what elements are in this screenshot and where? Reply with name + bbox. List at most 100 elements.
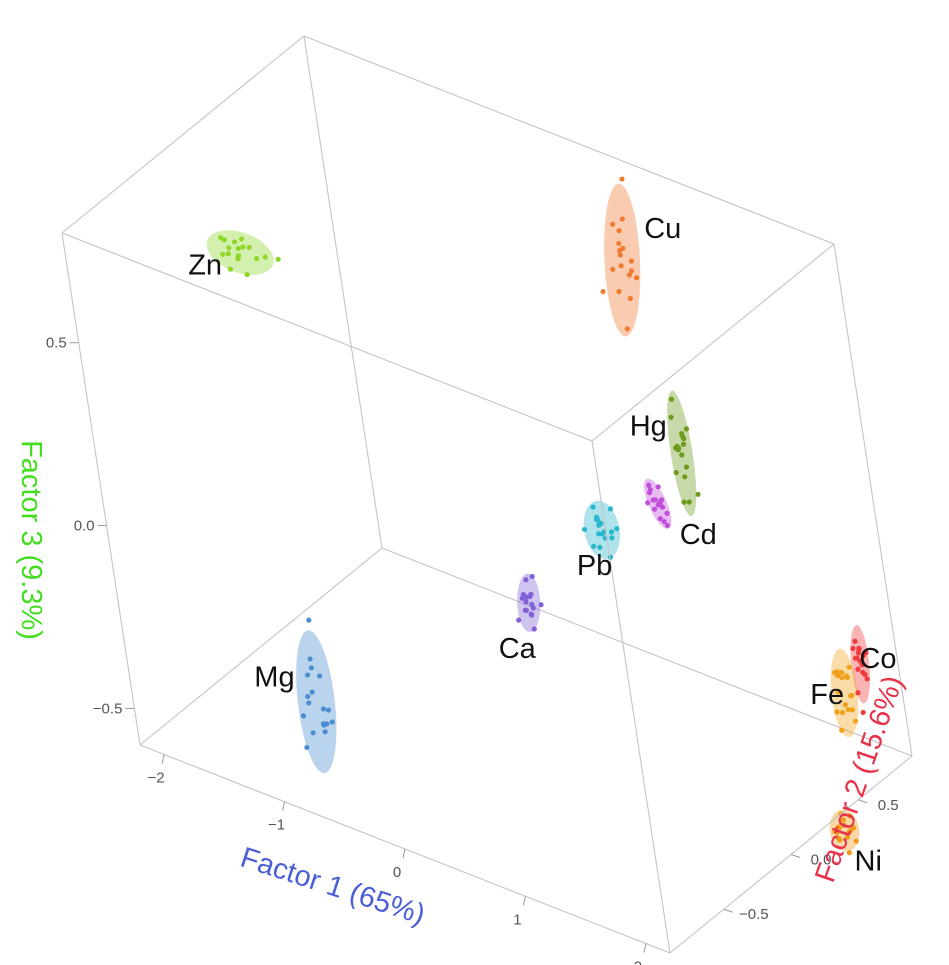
data-point-cd bbox=[657, 516, 663, 522]
data-point-zn bbox=[240, 244, 246, 250]
cluster-label-hg: Hg bbox=[630, 410, 667, 442]
data-point-cu bbox=[619, 216, 625, 222]
data-point-hg bbox=[681, 499, 687, 505]
data-point-cd bbox=[655, 484, 661, 490]
z-axis-title: Factor 3 (9.3%) bbox=[15, 440, 47, 640]
data-point-mg bbox=[310, 730, 316, 736]
x-tick-label: −2 bbox=[148, 769, 165, 786]
data-point-mg bbox=[307, 656, 313, 662]
data-point-co bbox=[839, 675, 845, 681]
x-tick-mark bbox=[161, 754, 165, 764]
box-edge-7 bbox=[303, 35, 383, 549]
data-point-zn bbox=[218, 235, 224, 241]
data-point-ca bbox=[529, 601, 535, 608]
data-point-cd bbox=[659, 497, 665, 503]
data-point-zn bbox=[227, 266, 234, 272]
data-point-pb bbox=[609, 535, 615, 541]
data-point-co bbox=[834, 709, 840, 715]
data-point-hg bbox=[681, 436, 687, 442]
data-point-ni bbox=[847, 813, 853, 819]
data-point-zn bbox=[275, 256, 281, 262]
box-edge-5 bbox=[303, 35, 835, 245]
data-point-zn bbox=[231, 239, 238, 245]
data-point-mg bbox=[304, 672, 311, 678]
x-tick-mark bbox=[402, 848, 406, 859]
data-point-ca bbox=[529, 612, 535, 618]
data-point-ni bbox=[836, 825, 842, 831]
cluster-ellipses bbox=[206, 183, 871, 852]
data-point-pb bbox=[581, 526, 588, 533]
data-point-fe bbox=[855, 690, 861, 696]
box-edge-1 bbox=[61, 232, 141, 746]
x-tick-mark bbox=[522, 896, 526, 906]
data-point-mg bbox=[309, 689, 315, 695]
data-point-cu bbox=[616, 228, 622, 234]
x-axis-title: Factor 1 (65%) bbox=[237, 842, 429, 932]
box-edge-6 bbox=[833, 243, 913, 757]
data-point-mg bbox=[329, 719, 335, 725]
data-point-hg bbox=[682, 474, 688, 480]
y-tick-label: 0.5 bbox=[878, 797, 899, 814]
data-point-hg bbox=[668, 414, 674, 420]
data-point-cd bbox=[664, 522, 670, 529]
data-point-cu bbox=[633, 275, 640, 281]
data-point-co bbox=[849, 707, 855, 713]
data-point-fe bbox=[850, 645, 856, 652]
data-point-zn bbox=[238, 236, 245, 242]
bounding-box-back bbox=[61, 35, 913, 757]
box-edge-11 bbox=[591, 243, 835, 442]
data-point-zn bbox=[254, 255, 260, 262]
data-point-ni bbox=[853, 838, 859, 844]
data-point-hg bbox=[683, 426, 690, 432]
data-point-ni bbox=[849, 823, 855, 830]
data-point-zn bbox=[226, 245, 232, 251]
data-point-cd bbox=[657, 502, 663, 508]
data-point-co bbox=[848, 693, 854, 699]
data-point-ni bbox=[840, 817, 846, 823]
data-point-mg bbox=[308, 665, 314, 671]
data-point-mg bbox=[306, 617, 312, 623]
data-point-co bbox=[839, 727, 845, 733]
data-point-hg bbox=[686, 499, 692, 505]
data-point-cu bbox=[610, 221, 616, 227]
cluster-label-ca: Ca bbox=[499, 633, 537, 665]
data-point-pb bbox=[597, 544, 603, 550]
data-point-co bbox=[842, 702, 848, 708]
data-point-ni bbox=[841, 822, 847, 828]
data-point-ca bbox=[531, 626, 537, 632]
data-point-hg bbox=[683, 464, 690, 470]
z-tick-label: 0.5 bbox=[46, 335, 67, 352]
data-point-hg bbox=[695, 491, 701, 497]
z-tick-label: 0.0 bbox=[74, 518, 95, 535]
data-point-hg bbox=[674, 443, 680, 449]
data-point-hg bbox=[668, 396, 675, 402]
data-point-co bbox=[852, 718, 859, 724]
data-point-ca bbox=[529, 573, 535, 580]
data-point-cu bbox=[618, 263, 624, 269]
cluster-label-cd: Cd bbox=[680, 519, 717, 551]
cluster-label-mg: Mg bbox=[254, 662, 294, 694]
data-point-ni bbox=[834, 829, 840, 836]
data-point-cd bbox=[646, 490, 653, 496]
data-point-cu bbox=[627, 295, 633, 302]
data-point-cd bbox=[652, 497, 658, 503]
data-point-co bbox=[839, 709, 846, 716]
data-point-fe bbox=[854, 655, 860, 661]
cluster-ellipse-mg bbox=[296, 630, 337, 774]
data-point-co bbox=[845, 706, 851, 713]
data-point-cu bbox=[610, 266, 616, 272]
data-point-pb bbox=[614, 526, 620, 532]
box-edge-4 bbox=[381, 547, 913, 757]
data-point-cu bbox=[619, 176, 625, 182]
data-point-zn bbox=[246, 244, 252, 251]
data-point-mg bbox=[320, 706, 327, 712]
bounding-box-front bbox=[61, 232, 913, 954]
data-point-cu bbox=[628, 258, 635, 264]
data-point-mg bbox=[322, 729, 328, 735]
data-point-pb bbox=[598, 520, 604, 527]
data-point-mg bbox=[317, 673, 323, 679]
data-point-ni bbox=[835, 835, 842, 841]
data-point-pb bbox=[590, 504, 596, 510]
data-point-cu bbox=[617, 247, 623, 254]
